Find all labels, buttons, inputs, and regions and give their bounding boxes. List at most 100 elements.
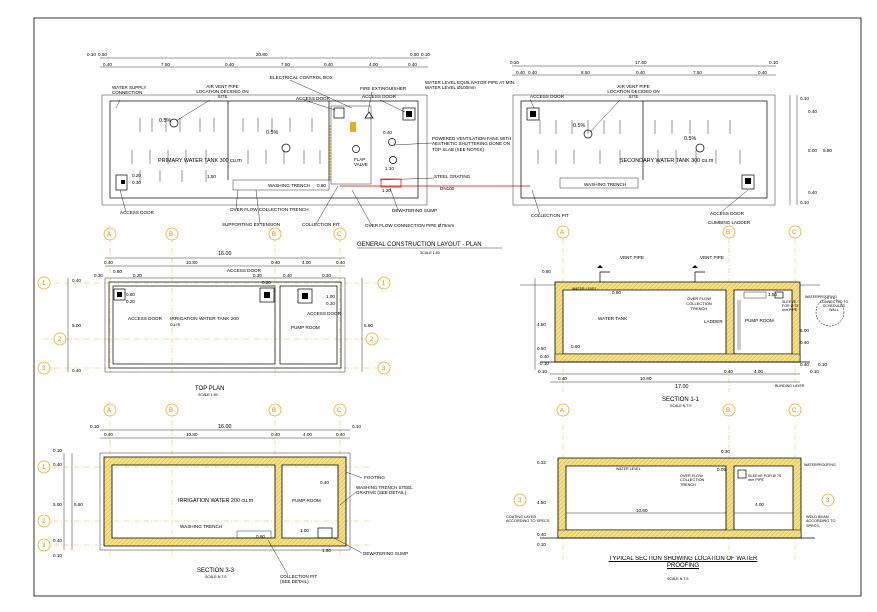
svg-text:0.40: 0.40 <box>758 70 767 75</box>
grid-b-s33: B <box>169 408 173 414</box>
svg-text:0.40: 0.40 <box>408 62 417 67</box>
section11-vent-pipe-a: VENT PIPE <box>620 255 644 260</box>
svg-text:0.20: 0.20 <box>133 273 142 278</box>
grid-b-top: B <box>169 232 173 238</box>
svg-text:0.40: 0.40 <box>104 432 113 437</box>
air-vent-note-2: AIR VENT PIPE LOCATION DECIDED ON SITE <box>607 84 660 99</box>
plan-dim-030: 0.30 <box>132 180 141 185</box>
svg-text:0.10: 0.10 <box>538 369 547 374</box>
svg-text:0.10: 0.10 <box>510 60 519 65</box>
typical-section <box>540 425 815 560</box>
svg-text:10.80: 10.80 <box>186 432 198 437</box>
typical-right-note: WELD BEAM ACCORDING TO SPECS. <box>806 515 836 528</box>
svg-text:4.00: 4.00 <box>303 432 312 437</box>
svg-text:8.50: 8.50 <box>581 70 590 75</box>
top-plan-dim-total: 16.00 <box>218 251 232 257</box>
section33-footing: FOOTING <box>364 475 385 480</box>
access-door-1: ACCESS DOOR <box>296 96 331 101</box>
secondary-tank-label: SECONDARY WATER TANK 300 cu.m <box>620 158 714 164</box>
plan-dim-110: 1.10 <box>385 166 394 171</box>
svg-text:0.30: 0.30 <box>253 273 262 278</box>
plan-scale: SCALE 1:50 <box>420 251 440 255</box>
section11-water-level: WATER LEVEL <box>572 287 597 291</box>
svg-text:0.40: 0.40 <box>528 70 537 75</box>
svg-text:0.10: 0.10 <box>421 52 430 57</box>
top-plan-scale: SCALE 1:50 <box>198 393 218 397</box>
typical-section-scale: SCALE N.T.S <box>667 577 689 581</box>
svg-text:0.40: 0.40 <box>271 432 280 437</box>
svg-text:0.40: 0.40 <box>324 62 333 67</box>
svg-text:0.10: 0.10 <box>90 424 99 429</box>
grid-b-s33-2: B <box>272 408 276 414</box>
section11-dim-060: 0.60 <box>571 344 580 349</box>
powered-vent-note: POWERED VENTILATION FANS WITH AESTHETIC … <box>432 136 512 152</box>
svg-text:0.40: 0.40 <box>336 432 345 437</box>
section11-scale: SCALE N.T.S <box>670 404 692 408</box>
typical-dim-030: 0.30 <box>721 449 730 454</box>
svg-text:0.50: 0.50 <box>537 346 546 351</box>
section33-dewatering: DEWATERING SUMP <box>363 551 408 556</box>
section33-tank-label: IRRIGATION WATER 200 cu.m <box>178 498 254 504</box>
svg-text:5.00: 5.00 <box>72 323 81 328</box>
grid-b-typ: B <box>726 408 730 414</box>
svg-text:0.30: 0.30 <box>322 273 331 278</box>
electrical-box: ELECTRICAL CONTROL BOX <box>270 75 333 80</box>
svg-text:0.60: 0.60 <box>542 269 551 274</box>
typical-dim-010: 0.10 <box>537 542 546 547</box>
svg-text:7.50: 7.50 <box>281 62 290 67</box>
grid-c-top: C <box>337 232 342 238</box>
section11-ladder: LADDER <box>704 319 723 324</box>
section11-waterproof: WATERPROOFING <box>805 295 837 299</box>
svg-text:0.20: 0.20 <box>262 280 271 285</box>
top-access-door-a: ACCESS DOOR <box>128 316 163 321</box>
svg-text:0.20: 0.20 <box>326 301 335 306</box>
grid-a-s33: A <box>107 408 111 414</box>
slope-a: 0.5% <box>159 118 171 124</box>
plan-dim-020: 0.20 <box>132 173 141 178</box>
section33-scale: SCALE N.T.S <box>205 575 227 579</box>
svg-text:0.20: 0.20 <box>126 299 135 304</box>
svg-text:0.40: 0.40 <box>516 70 525 75</box>
typical-dim-400: 4.00 <box>755 502 764 507</box>
grid-1-s33: 1 <box>42 465 46 471</box>
plan-dim-120: 1.20 <box>382 188 391 193</box>
sheet-border <box>33 17 862 597</box>
fire-extinguisher: FIRE EXTINGUISHER <box>360 86 407 91</box>
section11-sleeve: SLEEVE FOR Ø 75 mm PIPE <box>782 300 799 313</box>
secondary-washing-trench: WASHING TRENCH <box>584 182 626 187</box>
plan-title: GENERAL CONSTRUCTION LAYOUT - PLAN <box>357 242 482 248</box>
plan-dim-040: 0.40 <box>383 130 392 135</box>
section33-title: SECTION 3-3 <box>197 568 235 574</box>
svg-text:4.50: 4.50 <box>537 322 546 327</box>
section11-water-tank: WATER TANK <box>598 316 628 321</box>
dewatering-note: DEWATERING SUMP <box>392 208 437 213</box>
svg-text:0.40: 0.40 <box>103 62 112 67</box>
svg-text:0.40: 0.40 <box>283 273 292 278</box>
access-door-2: ACCESS DOOR <box>362 94 397 99</box>
svg-text:0.40: 0.40 <box>271 260 280 265</box>
primary-tank-label: PRIMARY WATER TANK 300 cu.m <box>158 158 242 164</box>
plan-callouts: WATER SUPPLY CONNECTION AIR VENT PIPE LO… <box>112 75 751 228</box>
svg-text:0.40: 0.40 <box>336 260 345 265</box>
access-door-3: ACCESS DOOR <box>530 94 565 99</box>
svg-text:0.10: 0.10 <box>800 200 809 205</box>
section33-dim-060: 0.60 <box>256 534 265 539</box>
slope-b: 0.5% <box>266 130 278 136</box>
typical-overflow: OVER FLOW COLLECTION TRENCH <box>680 474 705 487</box>
water-supply-note: WATER SUPPLY CONNECTION <box>112 85 147 95</box>
svg-text:0.40: 0.40 <box>104 260 113 265</box>
section33-collection-pit: COLLECTION PIT (SEE DETAIL) <box>280 574 317 585</box>
section-3-3 <box>44 410 370 560</box>
section11-connected-note: CONNECTED TO SCHEDULED WALL <box>819 300 849 313</box>
typical-dim-040: 0.40 <box>537 532 546 537</box>
section11-dim-040: 0.40 <box>800 340 809 345</box>
typical-water-level: WATER LEVEL <box>616 467 641 471</box>
section11-dim-total: 17.00 <box>675 384 689 390</box>
slope-c: 0.5% <box>573 123 585 129</box>
grid-3-top-r: 3 <box>382 366 386 372</box>
general-plan <box>100 57 798 206</box>
grid-b-s11: B <box>726 230 730 236</box>
svg-text:5.80: 5.80 <box>823 148 832 153</box>
grid-2-s33: 2 <box>42 519 46 525</box>
